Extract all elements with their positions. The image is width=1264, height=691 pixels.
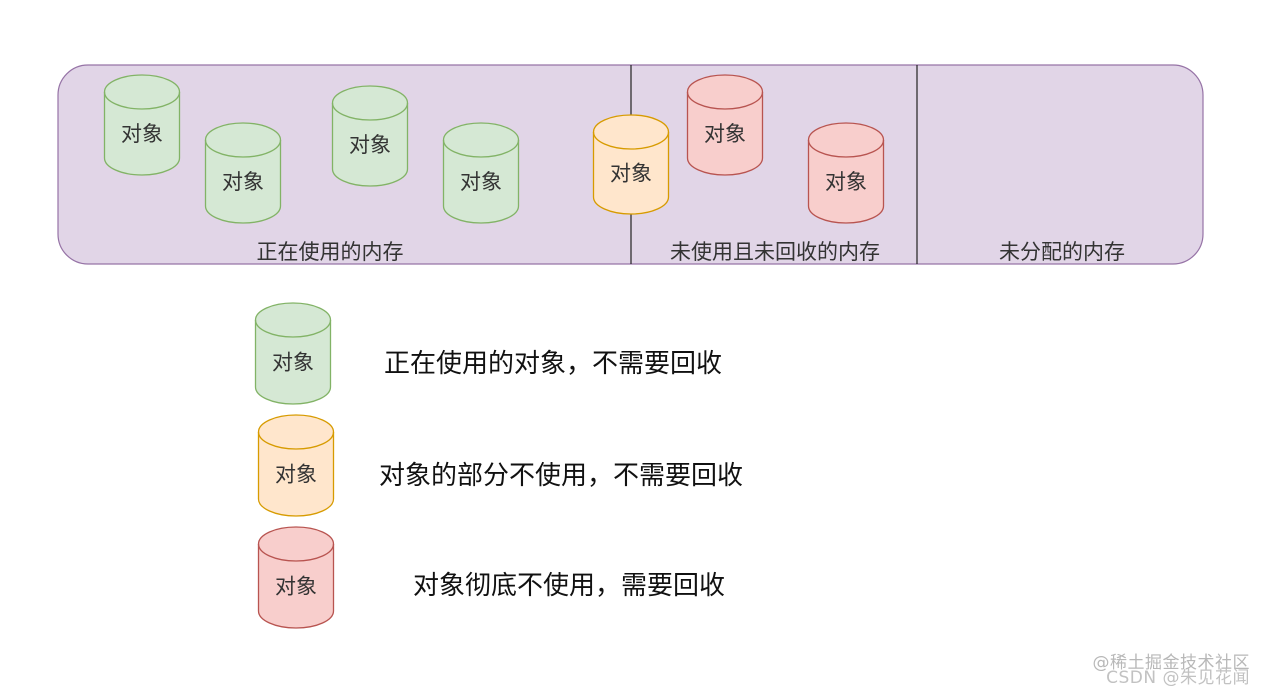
legend-green-cylinder: 对象: [254, 302, 332, 405]
cylinder-body: [257, 526, 335, 629]
object-cylinder: 对象: [103, 74, 181, 176]
cylinder-body: [254, 302, 332, 405]
cylinder-lid-curve: [331, 102, 409, 121]
object-label: 对象: [222, 170, 264, 194]
legend-orange-cylinder: 对象: [257, 414, 335, 517]
cylinder-body: [257, 414, 335, 517]
legend-text-green: 正在使用的对象，不需要回收: [384, 349, 722, 379]
object-label: 对象: [121, 122, 163, 146]
object-cylinder: 对象: [686, 74, 764, 176]
legend-red-cylinder: 对象: [257, 526, 335, 629]
cylinder-lid-curve: [257, 543, 335, 562]
cylinder-lid-curve: [592, 131, 670, 150]
object-label: 对象: [272, 351, 314, 375]
object-cylinder: 对象: [204, 122, 282, 224]
object-label: 对象: [349, 133, 391, 157]
object-label: 对象: [275, 463, 317, 487]
object-cylinder: 对象: [442, 122, 520, 224]
cylinder-body: [592, 114, 670, 215]
cylinder-lid-curve: [807, 139, 885, 158]
legend-text-red: 对象彻底不使用，需要回收: [413, 571, 725, 601]
cylinder-body: [686, 74, 764, 176]
object-cylinder: 对象: [807, 122, 885, 224]
region-label-in-use: 正在使用的内存: [257, 240, 404, 264]
cylinder-lid-curve: [254, 319, 332, 338]
object-label: 对象: [704, 122, 746, 146]
cylinder-body: [807, 122, 885, 224]
cylinder-lid-curve: [204, 139, 282, 158]
cylinder-lid-curve: [442, 139, 520, 158]
watermark-juejin: @稀土掘金技术社区: [1092, 653, 1250, 673]
object-cylinder: 对象: [592, 114, 670, 215]
cylinder-body: [331, 85, 409, 187]
region-label-unused-not-reclaimed: 未使用且未回收的内存: [670, 240, 880, 264]
watermark-csdn: CSDN @朱见花闻: [1106, 668, 1250, 688]
object-label: 对象: [825, 170, 867, 194]
cylinder-lid-curve: [103, 91, 181, 110]
object-cylinder: 对象: [331, 85, 409, 187]
cylinder-body: [204, 122, 282, 224]
cylinder-lid-curve: [686, 91, 764, 110]
object-label: 对象: [275, 575, 317, 599]
legend-text-orange: 对象的部分不使用，不需要回收: [379, 461, 743, 491]
cylinder-body: [442, 122, 520, 224]
region-label-unallocated: 未分配的内存: [999, 240, 1125, 264]
object-label: 对象: [610, 162, 652, 186]
cylinder-body: [103, 74, 181, 176]
object-label: 对象: [460, 170, 502, 194]
cylinder-lid-curve: [257, 431, 335, 450]
